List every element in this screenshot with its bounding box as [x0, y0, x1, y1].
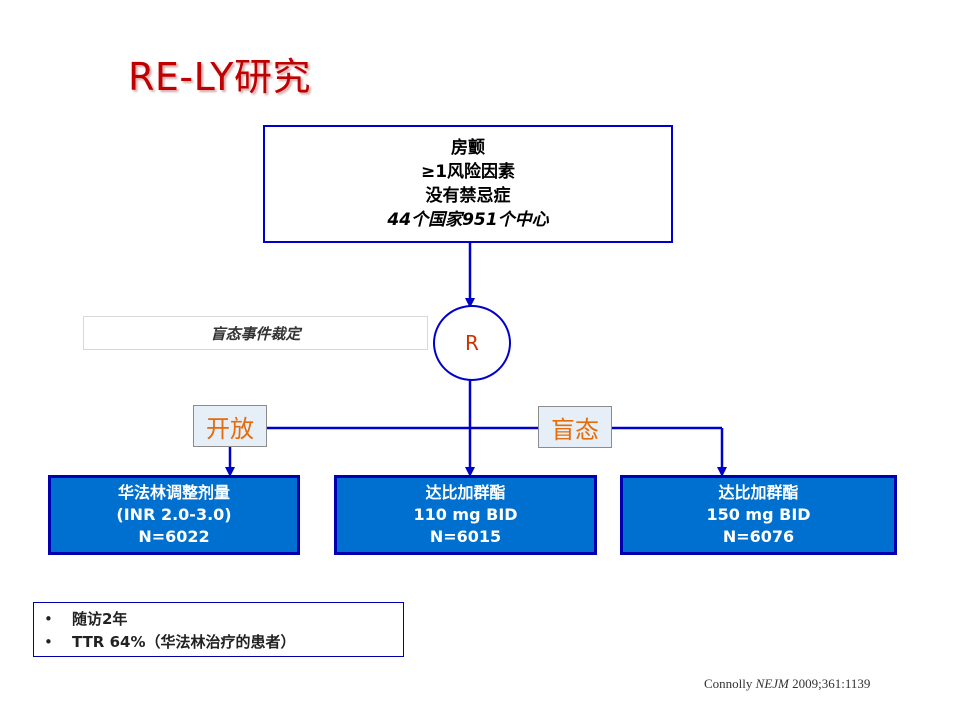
arm-dabigatran-150-n: N=6076: [722, 527, 795, 546]
page-title: RE-LY研究: [128, 55, 311, 99]
adjudication-label: 盲态事件裁定: [83, 316, 428, 350]
arm-warfarin-box: 华法林调整剂量 (INR 2.0-3.0) N=6022: [48, 475, 300, 555]
criteria-line-centers: 44个国家951个中心: [387, 210, 549, 230]
bullet-icon: •: [44, 610, 53, 628]
criteria-line-af: 房颤: [451, 138, 485, 158]
note-followup: 随访2年: [72, 610, 128, 628]
arm-dabigatran-150-name: 达比加群酯: [718, 483, 799, 502]
criteria-line-contraindication: 没有禁忌症: [425, 186, 511, 206]
arm-dabigatran-110-box: 达比加群酯 110 mg BID N=6015: [334, 475, 597, 555]
arm-dabigatran-110-n: N=6015: [429, 527, 502, 546]
arm-dabigatran-110-dose: 110 mg BID: [413, 505, 518, 524]
arm-warfarin-name: 华法林调整剂量: [117, 483, 230, 502]
citation-journal: NEJM: [755, 676, 789, 691]
note-ttr: TTR 64%（华法林治疗的患者）: [72, 633, 296, 651]
randomization-node: R: [433, 305, 511, 381]
notes-box: • 随访2年 • TTR 64%（华法林治疗的患者）: [33, 602, 404, 657]
note-item: • TTR 64%（华法林治疗的患者）: [44, 631, 403, 654]
arm-warfarin-dose: (INR 2.0-3.0): [116, 505, 232, 524]
open-label-label: 开放: [193, 405, 267, 447]
arm-warfarin-n: N=6022: [138, 527, 210, 546]
citation: Connolly NEJM 2009;361:1139: [704, 676, 870, 692]
arm-dabigatran-110-name: 达比加群酯: [425, 483, 506, 502]
citation-ref: 2009;361:1139: [788, 676, 871, 691]
criteria-line-risk: ≥1风险因素: [420, 162, 516, 182]
arm-dabigatran-150-dose: 150 mg BID: [706, 505, 811, 524]
inclusion-criteria-box: 房颤 ≥1风险因素 没有禁忌症 44个国家951个中心: [263, 125, 673, 243]
citation-author: Connolly: [704, 676, 756, 691]
arm-dabigatran-150-box: 达比加群酯 150 mg BID N=6076: [620, 475, 897, 555]
note-item: • 随访2年: [44, 608, 403, 631]
blinded-label: 盲态: [538, 406, 612, 448]
bullet-icon: •: [44, 633, 53, 651]
